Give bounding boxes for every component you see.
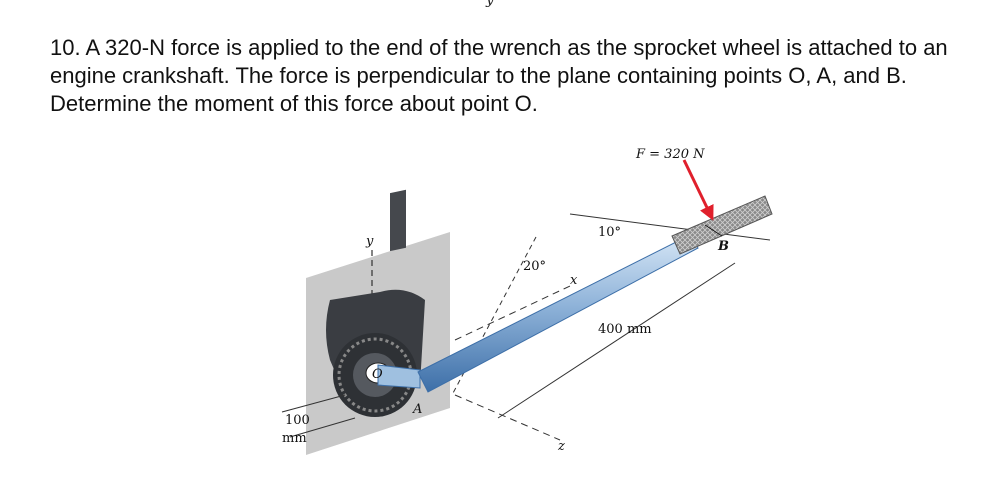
handle-length-label: 400 mm: [598, 322, 652, 337]
dashed-handle-projection: [451, 236, 537, 396]
force-label: F = 320 N: [635, 147, 705, 162]
point-b-label: B: [717, 239, 729, 254]
wrench: [377, 195, 773, 393]
axis-x-label: x: [570, 273, 578, 288]
angle-ref-line: [569, 213, 771, 241]
offset-length-value: 100: [285, 413, 310, 428]
force-arrow: [682, 159, 714, 221]
point-b-leader: [704, 224, 723, 237]
offset-dimension-line: [281, 394, 346, 413]
x-axis-dashed: [454, 285, 571, 341]
z-axis-dashed: [454, 394, 561, 441]
offset-dimension-line-2: [289, 417, 356, 438]
point-o-label: O: [372, 367, 383, 382]
handle-dimension-line: [497, 262, 736, 419]
angle-handle-label: 10°: [598, 225, 621, 240]
wrench-grip: [671, 195, 773, 255]
cropped-y-label: y: [486, 0, 494, 8]
problem-statement: 10. A 320-N force is applied to the end …: [50, 35, 948, 116]
offset-length-unit: mm: [282, 431, 307, 446]
angle-axis-label: 20°: [523, 259, 546, 274]
point-a-label: A: [412, 402, 422, 417]
axis-z-label: z: [557, 439, 565, 454]
axis-y-label: y: [365, 234, 374, 249]
